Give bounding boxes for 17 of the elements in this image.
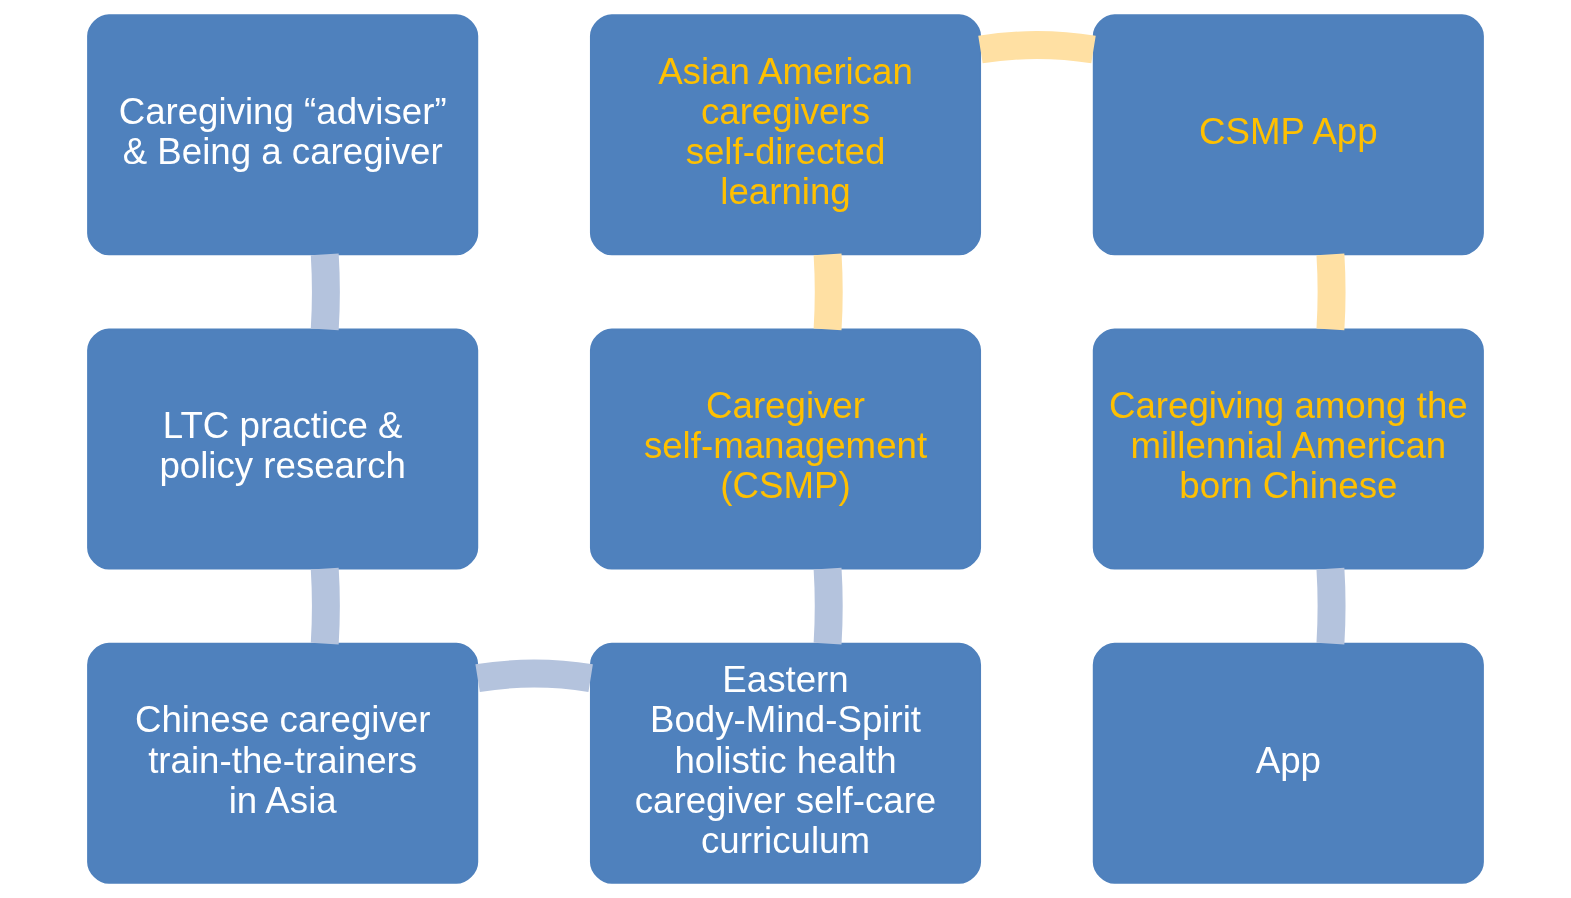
connector <box>978 31 1096 64</box>
connector <box>310 253 340 331</box>
node-box: Chinese caregiver train-the-trainers in Asia <box>87 642 479 884</box>
node-box: Eastern Body-Mind-Spirit holistic health caregiver self-care curriculum <box>589 642 982 884</box>
connector <box>1316 253 1346 331</box>
connector <box>1316 567 1346 645</box>
connector <box>310 567 340 645</box>
node-box: App <box>1092 642 1484 884</box>
node-box: Caregiving “adviser” & Being a caregiver <box>87 14 479 256</box>
node-box: LTC practice & policy research <box>87 328 479 570</box>
node-box: Caregiver self-management (CSMP) <box>589 328 982 570</box>
node-box: Caregiving among the millennial American born Chinese <box>1092 328 1484 570</box>
connector <box>813 567 843 645</box>
connector <box>475 659 593 692</box>
connector <box>813 253 843 331</box>
node-box: Asian American caregivers self-directed learning <box>589 14 982 256</box>
node-box: CSMP App <box>1092 14 1484 256</box>
